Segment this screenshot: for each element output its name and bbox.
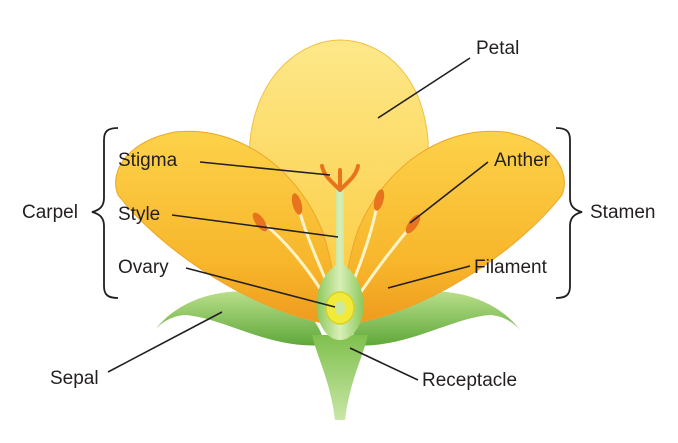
receptacle: [312, 335, 368, 420]
brace-carpel: [92, 128, 118, 298]
label-filament: Filament: [474, 257, 548, 278]
label-carpel: Carpel: [22, 202, 78, 223]
label-receptacle: Receptacle: [422, 370, 517, 391]
brace-stamen: [556, 128, 582, 298]
label-stigma: Stigma: [118, 150, 178, 171]
label-style: Style: [118, 204, 160, 225]
label-sepal: Sepal: [50, 368, 99, 389]
label-petal: Petal: [476, 38, 519, 59]
label-stamen: Stamen: [590, 202, 655, 223]
label-ovary: Ovary: [118, 257, 169, 278]
leader-receptacle: [350, 348, 418, 380]
label-anther: Anther: [494, 150, 551, 171]
